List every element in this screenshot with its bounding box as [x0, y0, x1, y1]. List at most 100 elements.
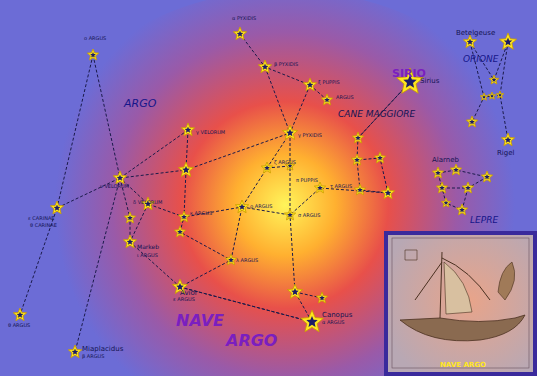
constellation-name: ORIONE	[463, 55, 499, 64]
star-label: δ VELORUM	[133, 200, 162, 205]
star	[68, 345, 81, 358]
star-outer	[352, 132, 363, 143]
star-label: σ ARGUS	[298, 213, 320, 218]
inset-emblem	[405, 250, 417, 260]
star-core	[287, 212, 293, 217]
star-outer	[488, 92, 496, 99]
star-core	[185, 127, 192, 133]
star-outer	[178, 211, 189, 222]
star	[456, 204, 467, 215]
star	[261, 162, 272, 173]
star	[258, 60, 271, 73]
star-outer	[87, 49, 98, 60]
star	[432, 167, 443, 178]
star	[466, 116, 477, 127]
star-outer	[321, 94, 332, 105]
star-outer	[499, 33, 516, 49]
star-core	[492, 78, 497, 83]
star-label: β PYXIDIS	[274, 62, 298, 67]
star-label: ο ARGUS	[84, 36, 106, 41]
ship-figure	[498, 262, 515, 300]
inset-caption: NAVE ARGO	[440, 362, 486, 369]
constellation-name: LEPRE	[470, 216, 498, 225]
star	[316, 292, 327, 303]
star	[282, 125, 297, 140]
star-label: ν VELORUM	[100, 184, 129, 189]
star-outer	[303, 78, 316, 91]
star	[301, 310, 324, 332]
star-name: Canopus	[322, 312, 352, 319]
constellation-line	[75, 178, 120, 352]
star-core	[439, 185, 445, 190]
star-outer	[261, 162, 272, 173]
star-outer	[441, 198, 451, 207]
star	[174, 226, 185, 237]
star	[462, 182, 473, 193]
star	[123, 235, 136, 248]
star-label: ε CARINAE	[28, 216, 54, 221]
star-label: π PUPPIS	[296, 178, 318, 183]
star	[354, 184, 365, 195]
constellation-line	[57, 55, 93, 208]
star-core	[264, 165, 270, 170]
star-core	[355, 135, 361, 140]
inset	[386, 233, 535, 374]
star	[287, 284, 302, 299]
star-outer	[316, 292, 327, 303]
star-core	[482, 95, 486, 99]
star-core	[465, 185, 471, 190]
star	[480, 93, 488, 100]
star	[351, 154, 362, 165]
star-core	[385, 190, 392, 196]
star-outer	[481, 171, 492, 182]
star	[381, 186, 394, 199]
star-outer	[284, 209, 295, 220]
star-label: θ ARGUS	[8, 323, 30, 328]
star	[496, 91, 504, 98]
star-outer	[258, 60, 271, 73]
glow	[25, 0, 537, 376]
ship-sail	[444, 262, 472, 314]
star-label: λ ARGUS	[236, 258, 258, 263]
constellation-line	[242, 188, 388, 215]
star-core	[498, 93, 502, 97]
star	[178, 162, 193, 177]
star-name: Avior	[180, 290, 198, 297]
star-core	[237, 31, 244, 37]
star-label: γ VELORUM	[196, 130, 225, 135]
star-core	[228, 257, 234, 262]
star-label: ρ ARGUS	[250, 204, 272, 209]
star-outer	[181, 123, 194, 136]
star	[314, 182, 325, 193]
star-core	[54, 205, 61, 211]
star	[374, 152, 385, 163]
star-core	[117, 175, 124, 181]
star-outer	[314, 182, 325, 193]
star-label: ι ARGUS	[137, 253, 158, 258]
star-core	[307, 82, 314, 88]
star-label: ξ PUPPIS	[318, 80, 340, 85]
star	[13, 308, 26, 321]
star	[450, 164, 461, 175]
star-core	[467, 39, 474, 45]
star-outer	[174, 226, 185, 237]
star-outer	[381, 186, 394, 199]
star-outer	[436, 182, 447, 193]
constellation-name: CANE MAGGIORE	[338, 110, 415, 119]
star-outer	[287, 284, 302, 299]
star-core	[319, 295, 325, 300]
constellation-line	[438, 170, 487, 188]
star-label: α PYXIDIS	[232, 16, 256, 21]
star-label: τ ARGUS	[330, 184, 352, 189]
star-core	[469, 119, 475, 124]
star	[181, 123, 194, 136]
star-core	[177, 229, 183, 234]
star-outer	[480, 93, 488, 100]
star-outer	[462, 182, 473, 193]
constellation-line	[240, 34, 327, 100]
star-outer	[235, 200, 248, 213]
star-outer	[354, 184, 365, 195]
star-outer	[496, 91, 504, 98]
star-core	[306, 316, 317, 327]
constellation-line	[180, 67, 312, 322]
